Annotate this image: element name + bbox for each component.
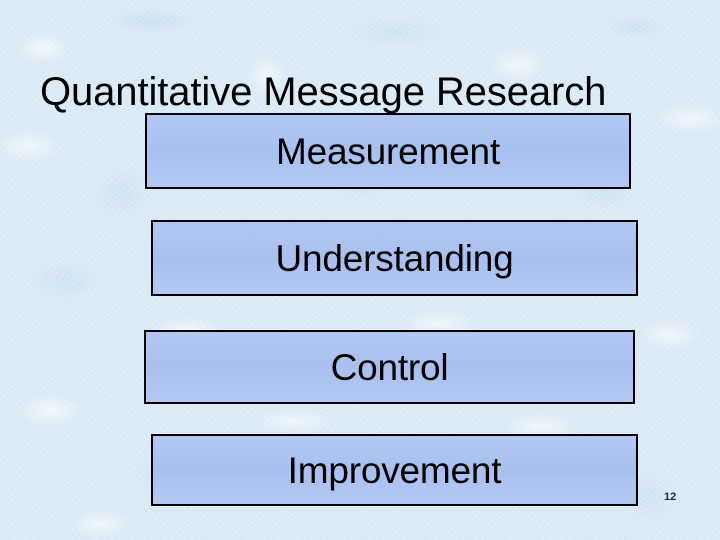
flow-box-label: Measurement	[275, 130, 500, 172]
flow-box-understanding: Understanding	[151, 220, 638, 296]
flow-box-control: Control	[144, 330, 635, 404]
flow-box-label: Improvement	[287, 449, 502, 491]
flow-box-label: Control	[330, 346, 449, 388]
flow-box-measurement: Measurement	[145, 113, 631, 189]
flow-box-improvement: Improvement	[151, 434, 638, 506]
flow-box-label: Understanding	[275, 237, 514, 279]
slide-number: 12	[664, 491, 677, 503]
slide-title: Quantitative Message Research	[40, 69, 607, 114]
